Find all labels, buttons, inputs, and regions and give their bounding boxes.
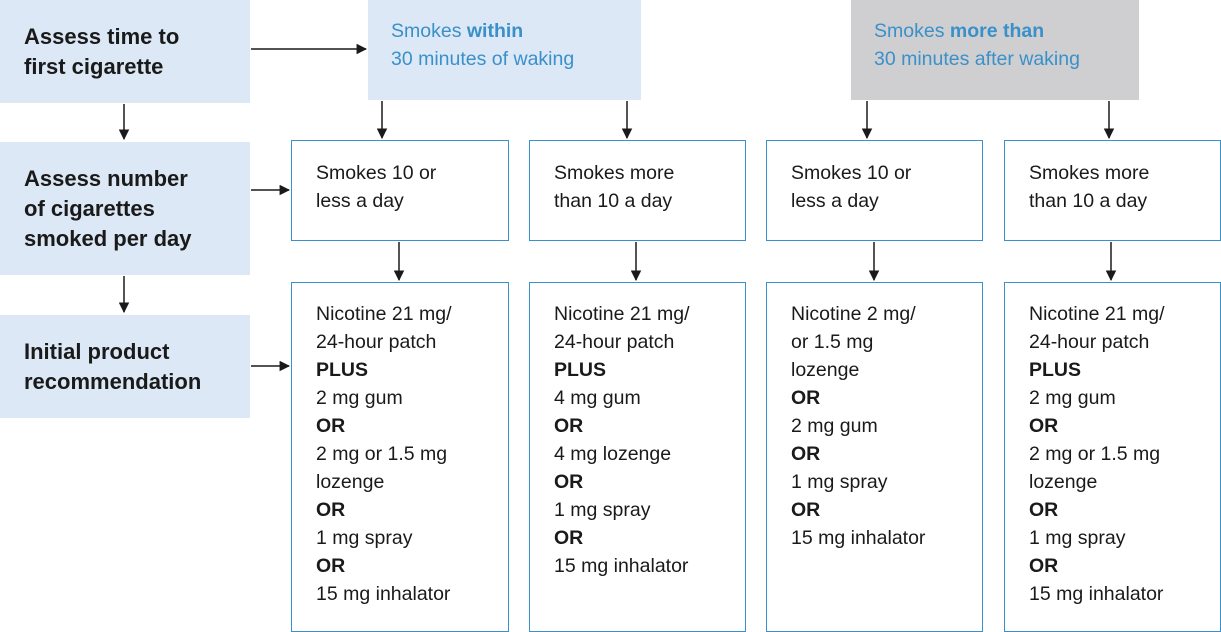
header-smokes-within-line-2: 30 minutes of waking [391,48,575,70]
recommendation-operator: OR [554,415,584,437]
recommendation-operator: OR [791,443,821,465]
header-smokes-more-than: Smokes more than 30 minutes after waking [851,0,1139,100]
header-smokes-within-line-1: Smokes within [391,17,641,45]
header-smokes-more-than-pre: Smokes [874,20,950,42]
step-assess-number-line-3: smoked per day [24,225,192,251]
recommendation-operator: PLUS [316,359,369,381]
count-box-2: Smokes more than 10 a day [529,140,746,241]
step-assess-number-line-2: of cigarettes [24,195,155,221]
recommendation-line: Nicotine 21 mg/ [316,303,452,325]
recommendation-operator: OR [791,387,821,409]
count-box-1-line-2: less a day [316,190,404,212]
recommendation-line: 2 mg gum [791,415,878,437]
recommendation-line: 1 mg spray [316,527,413,549]
recommendation-operator: OR [1029,499,1059,521]
recommendation-line: 4 mg lozenge [554,443,672,465]
recommendation-line: 1 mg spray [791,471,888,493]
recommendation-line: lozenge [316,471,385,493]
recommendation-line: lozenge [1029,471,1098,493]
recommendation-line: Nicotine 2 mg/ [791,303,916,325]
recommendation-line: 2 mg gum [316,387,403,409]
count-box-3-line-2: less a day [791,190,879,212]
step-assess-number-line-1: Assess number [24,165,188,191]
header-smokes-within-pre: Smokes [391,20,467,42]
count-box-4: Smokes more than 10 a day [1004,140,1221,241]
recommendation-line: 24-hour patch [1029,331,1150,353]
recommendation-operator: PLUS [554,359,607,381]
recommendation-line: lozenge [791,359,860,381]
recommendation-operator: PLUS [1029,359,1082,381]
recommendation-operator: OR [1029,415,1059,437]
recommendation-operator: OR [316,499,346,521]
count-box-2-line-1: Smokes more [554,162,675,184]
header-smokes-within-emph: within [466,20,524,42]
recommendation-line: 4 mg gum [554,387,641,409]
recommendation-operator: OR [791,499,821,521]
step-initial-recommendation: Initial product recommendation [0,315,250,418]
recommendation-line: 15 mg inhalator [316,583,451,605]
count-box-3: Smokes 10 or less a day [766,140,983,241]
count-box-4-line-1: Smokes more [1029,162,1150,184]
step-initial-recommendation-line-1: Initial product [24,338,170,364]
recommendation-operator: OR [1029,555,1059,577]
recommendation-line: or 1.5 mg [791,331,874,353]
recommendation-line: 15 mg inhalator [1029,583,1164,605]
recommendation-line: 15 mg inhalator [554,555,689,577]
step-assess-number: Assess number of cigarettes smoked per d… [0,142,250,275]
recommendation-line: 2 mg or 1.5 mg [316,443,448,465]
step-initial-recommendation-line-2: recommendation [24,368,202,394]
recommendation-operator: OR [554,471,584,493]
count-box-4-line-2: than 10 a day [1029,190,1148,212]
step-assess-time-line-2: first cigarette [24,53,164,79]
recommendation-line: Nicotine 21 mg/ [1029,303,1165,325]
recommendation-line: 24-hour patch [316,331,437,353]
recommendation-line: Nicotine 21 mg/ [554,303,690,325]
recommendation-operator: OR [554,527,584,549]
recommendation-operator: OR [316,555,346,577]
recommendation-line: 2 mg or 1.5 mg [1029,443,1161,465]
count-box-3-line-1: Smokes 10 or [791,162,912,184]
recommendation-line: 1 mg spray [1029,527,1126,549]
recommendation-line: 1 mg spray [554,499,651,521]
step-assess-time: Assess time to first cigarette [0,0,250,103]
header-smokes-more-than-line-2: 30 minutes after waking [874,48,1080,70]
step-assess-time-line-1: Assess time to [24,23,180,49]
recommendation-line: 2 mg gum [1029,387,1116,409]
count-box-2-line-2: than 10 a day [554,190,673,212]
header-smokes-within: Smokes within 30 minutes of waking [368,0,641,100]
header-smokes-more-than-emph: more than [949,20,1045,42]
recommendation-line: 15 mg inhalator [791,527,926,549]
count-box-1: Smokes 10 or less a day [291,140,509,241]
header-smokes-more-than-line-1: Smokes more than [874,17,1139,45]
count-box-1-line-1: Smokes 10 or [316,162,437,184]
recommendation-line: 24-hour patch [554,331,675,353]
recommendation-operator: OR [316,415,346,437]
